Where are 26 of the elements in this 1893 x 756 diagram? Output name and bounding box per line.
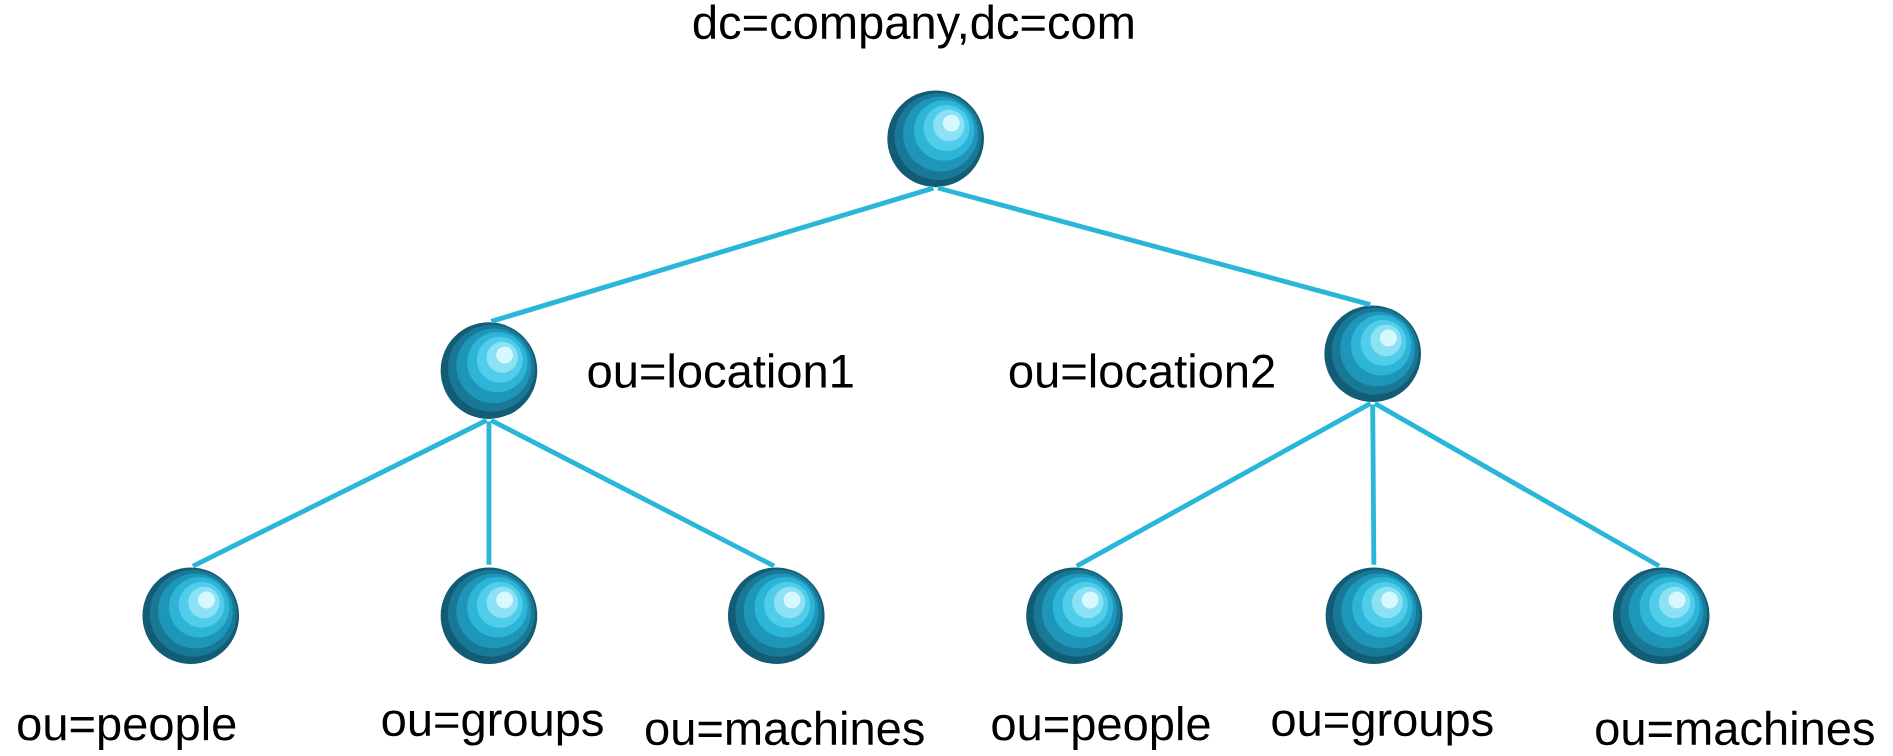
node-label: ou=people [18,706,236,751]
node-label: ou=machines [1596,710,1874,746]
connector-line [1075,401,1372,569]
sphere-node: ou=machines [1596,567,1874,746]
connector-line [1373,401,1661,569]
sphere-node: ou=location1 [440,322,853,420]
connector-line [490,185,935,324]
node-label: ou=machines [646,710,924,746]
sphere-node: ou=groups [1272,567,1493,746]
sphere-node: ou=groups [382,567,603,746]
connector-line [490,418,776,569]
sphere-node: ou=people [18,567,240,751]
node-label: ou=location1 [588,353,853,389]
sphere-node: ou=machines [646,567,924,746]
sphere-node: dc=company,dc=com [693,4,1133,188]
node-label: ou=people [992,706,1210,751]
connector-line [191,418,488,569]
connector-line [486,421,492,565]
node-label: ou=groups [382,710,603,746]
sphere-node: ou=location2 [1009,305,1421,403]
connector-line [937,185,1371,308]
connector-line [1370,404,1377,565]
node-label: dc=company,dc=com [693,4,1133,49]
node-label: ou=location2 [1009,353,1274,389]
node-label: ou=groups [1272,710,1493,746]
sphere-node: ou=people [992,567,1210,751]
